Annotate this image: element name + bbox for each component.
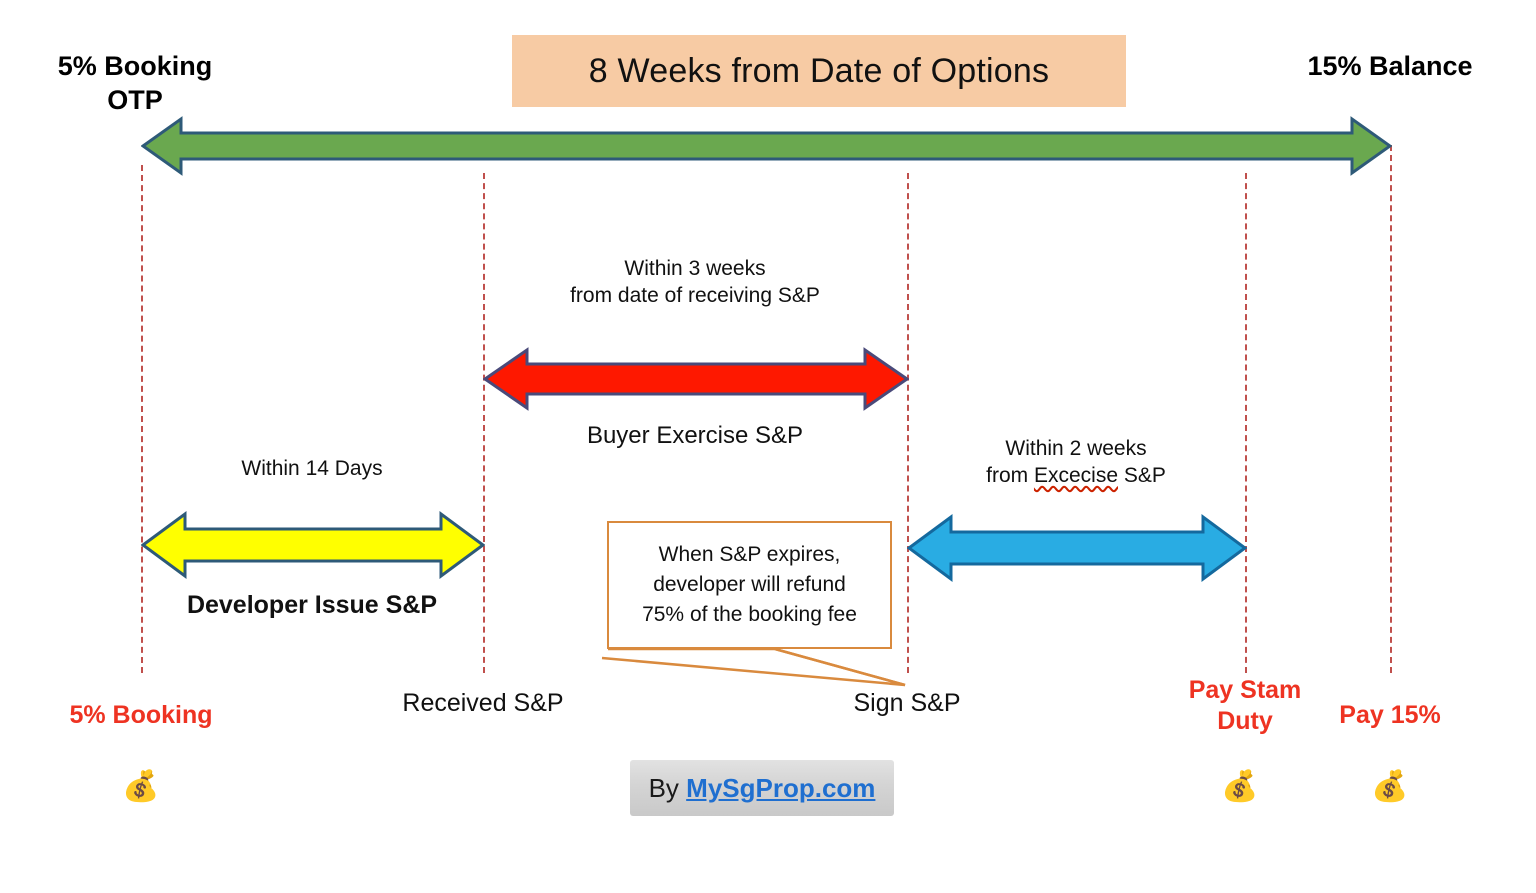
header-right-label: 15% Balance — [1307, 51, 1473, 81]
caption-exercise-above: Within 3 weeks from date of receiving S&… — [570, 257, 820, 308]
milestone-label-sign: Sign S&P — [853, 689, 961, 717]
watermark-text: By MySgProp.com — [649, 773, 876, 804]
caption-issue-below: Developer Issue S&P — [186, 591, 438, 619]
caption-stamp-duty-line2-prefix: from — [986, 464, 1034, 488]
caption-stamp-duty-above: Within 2 weeks from Excecise S&P — [907, 435, 1245, 490]
caption-exercise-below: Buyer Exercise S&P — [586, 422, 804, 449]
milestone-label-received: Received S&P — [402, 689, 564, 717]
milestone-label-booking: 5% Booking — [69, 701, 213, 729]
green-double-arrow — [141, 116, 1392, 176]
money-bag-icon-balance: 💰 — [1371, 770, 1409, 803]
yellow-double-arrow — [141, 511, 485, 579]
milestone-line-balance — [1390, 145, 1392, 673]
refund-callout: When S&P expires, developer will refund … — [607, 521, 892, 649]
watermark-link[interactable]: MySgProp.com — [686, 772, 876, 803]
milestone-line-sign — [907, 173, 909, 673]
caption-stamp-duty-line2-suffix: S&P — [1118, 464, 1166, 488]
caption-stamp-duty-line1: Within 2 weeks — [1005, 437, 1147, 460]
refund-callout-text: When S&P expires, developer will refund … — [642, 543, 857, 626]
milestone-line-received — [483, 173, 485, 673]
milestone-line-booking — [141, 165, 143, 673]
watermark-plate — [630, 760, 894, 816]
milestone-line-stamp-duty — [1245, 173, 1247, 673]
red-double-arrow — [483, 347, 909, 411]
watermark-prefix: By — [648, 772, 687, 803]
page-title: 8 Weeks from Date of Options — [588, 51, 1050, 90]
blue-double-arrow — [907, 514, 1247, 582]
milestone-label-balance: Pay 15% — [1339, 701, 1441, 729]
caption-stamp-duty-misspelled-word: Excecise — [1033, 464, 1118, 488]
title-box: 8 Weeks from Date of Options — [512, 35, 1126, 107]
milestone-label-stamp-duty: Pay Stam Duty — [1188, 676, 1302, 736]
caption-issue-above: Within 14 Days — [241, 457, 383, 480]
watermark[interactable]: By MySgProp.com — [630, 760, 894, 816]
money-bag-icon-booking: 💰 — [122, 770, 160, 803]
money-bag-icon-stamp-duty: 💰 — [1221, 770, 1259, 803]
header-left-label: 5% Booking OTP — [57, 51, 213, 115]
